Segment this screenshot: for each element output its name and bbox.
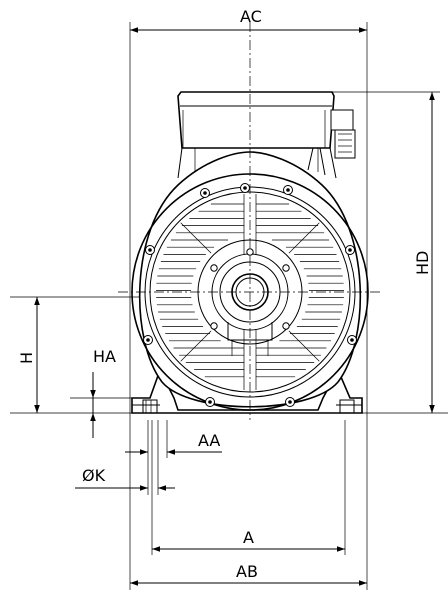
- dimension-lines: [34, 27, 435, 586]
- label-ha: HA: [93, 347, 116, 366]
- label-k: ØK: [82, 466, 106, 485]
- bolt-center: [348, 248, 352, 252]
- hub-screw: [282, 264, 290, 272]
- hub-screw: [210, 264, 218, 272]
- grille-spoke: [180, 330, 212, 362]
- flange-bolts: [143, 183, 357, 407]
- bolt-center: [243, 186, 247, 190]
- label-ab: AB: [236, 562, 258, 581]
- bolt-center: [350, 338, 354, 342]
- label-hd: HD: [413, 251, 432, 275]
- label-a: A: [243, 528, 254, 547]
- terminal-box: [177, 91, 356, 179]
- grille-spoke: [288, 222, 320, 254]
- bolt-center: [288, 400, 292, 404]
- label-ac: AC: [240, 7, 262, 26]
- bolt-center: [146, 338, 150, 342]
- hub-screw: [210, 322, 218, 330]
- bolt-center: [286, 188, 290, 192]
- grille-spoke: [180, 222, 212, 254]
- label-h: H: [17, 352, 36, 364]
- bolt-center: [208, 400, 212, 404]
- cable-gland: [330, 109, 356, 159]
- bolt-center: [148, 248, 152, 252]
- hub-screw: [246, 248, 254, 256]
- dimension-labels: AC HD H HA AA ØK A AB: [17, 7, 432, 581]
- label-aa: AA: [198, 431, 220, 450]
- grille-spoke: [288, 330, 320, 362]
- bolt-center: [203, 191, 207, 195]
- centre-lines: [118, 22, 380, 420]
- hub-screw: [282, 322, 290, 330]
